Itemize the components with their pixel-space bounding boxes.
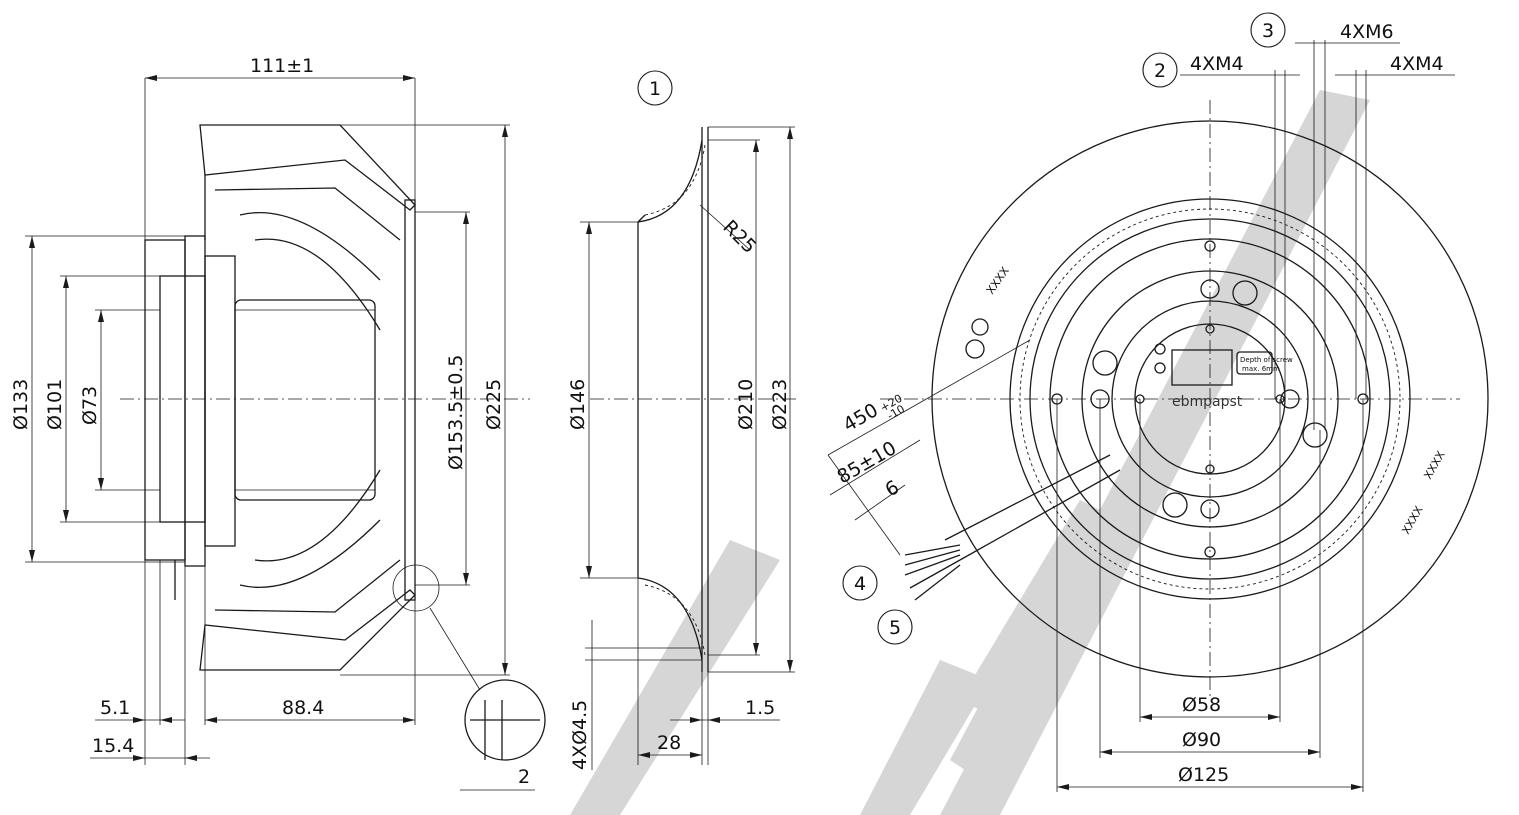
dim-dia-133: Ø133 bbox=[10, 379, 32, 430]
balloon-1-label: 1 bbox=[649, 78, 661, 100]
dim-dia-223: Ø223 bbox=[769, 379, 791, 430]
balloon-2 bbox=[1142, 52, 1178, 88]
plate-text-2: max. 6mm bbox=[1242, 365, 1280, 373]
dim-radius-25: R25 bbox=[718, 216, 760, 258]
dim-dia-73: Ø73 bbox=[79, 386, 101, 425]
front-view: Depth of screw max. 6mm ebmpapst XXXX XX… bbox=[827, 12, 1489, 792]
dim-cable-450: 450 bbox=[840, 399, 882, 436]
dim-dia-101: Ø101 bbox=[44, 379, 66, 430]
dim-dia-225: Ø225 bbox=[483, 379, 505, 430]
balloon-4-label: 4 bbox=[854, 573, 866, 595]
dim-dia-90: Ø90 bbox=[1182, 729, 1221, 751]
balloon-3-label: 3 bbox=[1262, 20, 1274, 42]
dim-holes: 4XØ4.5 bbox=[569, 700, 591, 770]
dim-15-4: 15.4 bbox=[92, 735, 134, 757]
thread-m4-left: 4XM4 bbox=[1190, 53, 1244, 75]
thread-m6: 4XM6 bbox=[1340, 21, 1394, 43]
label-xxxx-3: XXXX bbox=[1399, 503, 1426, 536]
mounting-holes bbox=[1051, 240, 1369, 558]
label-xxxx-2: XXXX bbox=[1421, 448, 1448, 481]
balloon-5 bbox=[877, 609, 913, 645]
dim-dia-153: Ø153.5±0.5 bbox=[445, 355, 467, 470]
brand-logo: ebmpapst bbox=[1172, 394, 1243, 410]
inlet-ring-view: 1 R25 Ø146 Ø210 Ø223 4XØ4.5 28 bbox=[567, 70, 800, 770]
dim-dia-125: Ø125 bbox=[1178, 764, 1229, 786]
balloon-5-label: 5 bbox=[889, 617, 901, 639]
dim-88-4: 88.4 bbox=[282, 697, 324, 719]
thread-m4-right: 4XM4 bbox=[1390, 53, 1444, 75]
side-view: 111±1 Ø133 Ø101 Ø73 Ø153.5±0.5 Ø225 bbox=[10, 55, 546, 791]
dim-detail-2: 2 bbox=[518, 766, 530, 788]
balloon-4 bbox=[842, 565, 878, 601]
cable bbox=[904, 454, 1121, 601]
label-xxxx-1: XXXX bbox=[984, 264, 1012, 297]
balloon-1 bbox=[637, 70, 673, 106]
dim-dia-146: Ø146 bbox=[567, 379, 589, 430]
dim-5-1: 5.1 bbox=[100, 697, 130, 719]
balloon-2-label: 2 bbox=[1154, 60, 1166, 82]
dim-dia-210: Ø210 bbox=[735, 379, 757, 430]
watermark bbox=[570, 90, 1370, 815]
dim-overall-length: 111±1 bbox=[250, 55, 314, 77]
plate-text-1: Depth of screw bbox=[1240, 356, 1293, 364]
dim-28: 28 bbox=[657, 732, 681, 754]
dim-1-5: 1.5 bbox=[745, 697, 775, 719]
dim-dia-58: Ø58 bbox=[1182, 694, 1221, 716]
balloon-3 bbox=[1250, 12, 1286, 48]
